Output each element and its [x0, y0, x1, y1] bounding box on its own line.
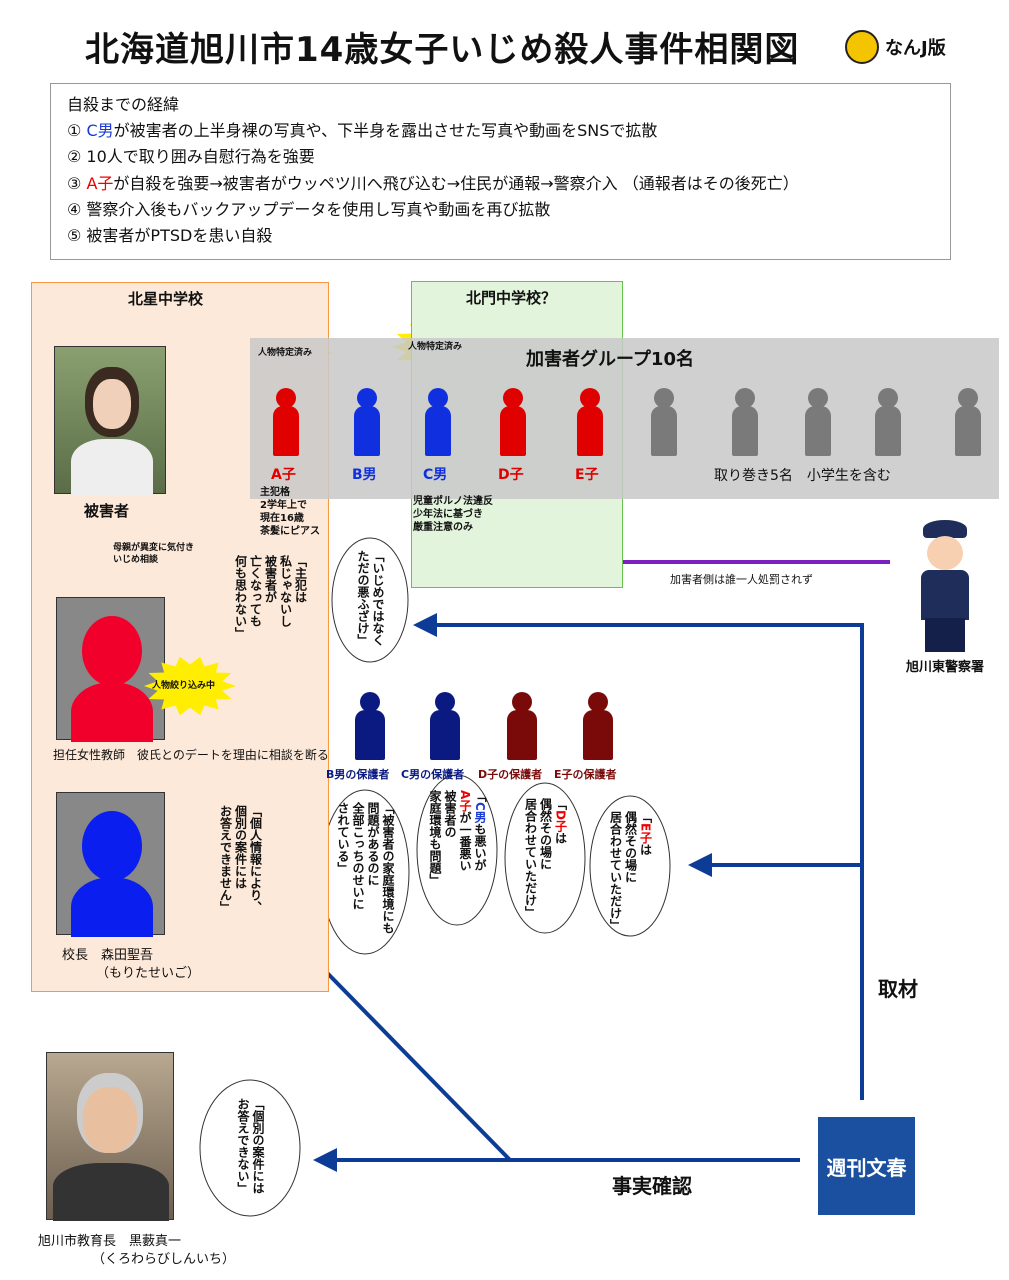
parent-label: E子の保護者: [554, 768, 617, 781]
a-note: 主犯格 2学年上で 現在16歳 茶髪にピアス: [260, 487, 320, 537]
bystander-figure: [955, 388, 981, 456]
bubble-c-parent-text: 「C男も悪いが A子が一番悪い 被害者の 家庭環境も問題」: [428, 790, 487, 886]
mother-note: 母親が異変に気付き いじめ相談: [113, 543, 195, 565]
narrowing-badge-teacher: [144, 656, 236, 716]
bubble-d-parent-text: 「D子は 偶然その場に 居合わせていただけ」: [523, 798, 568, 918]
police-officer-illustration: [905, 520, 985, 652]
perpetrator-4: [577, 388, 603, 456]
bubble-e-parent: [589, 795, 671, 937]
others-label: 取り巻き5名 小学生を含む: [714, 468, 891, 484]
story-heading: 自殺までの経緯: [67, 95, 180, 114]
group-title: 加害者グループ10名: [526, 349, 694, 370]
superintendent-photo: [46, 1052, 174, 1221]
fact-check-arrow-principal: [286, 931, 512, 1162]
parent-label: B男の保護者: [326, 768, 390, 781]
perpetrator-3: [500, 388, 526, 456]
page-title: 北海道旭川市14歳女子いじめ殺人事件相関図: [85, 30, 800, 70]
bubble-a-text: 「主犯は 私じゃないし 被害者が 亡くなっても 何も思わない」: [233, 555, 308, 639]
perpetrator-label: E子: [575, 467, 599, 483]
school-hokumon-label: 北門中学校？: [466, 289, 557, 307]
parent-figure: [507, 692, 537, 760]
logo-text: なんJ版: [885, 38, 946, 59]
bystander-figure: [805, 388, 831, 456]
bubble-e-parent-text: 「E子は 偶然その場に 居合わせていただけ」: [608, 811, 653, 931]
parent-figure: [430, 692, 460, 760]
school-hokusei-label: 北星中学校: [128, 290, 204, 308]
bystander-figure: [651, 388, 677, 456]
perpetrator-2: [425, 388, 451, 456]
bubble-b: [331, 537, 409, 663]
duck-icon: [845, 30, 879, 64]
shukan-bunshun-logo: 週刊文春: [818, 1117, 915, 1215]
logo: なんJ版: [845, 30, 946, 64]
teacher-caption: 担任女性教師 彼氏とのデートを理由に相談を断る: [53, 748, 329, 762]
bubble-d-parent: [504, 782, 586, 934]
bystander-figure: [732, 388, 758, 456]
interview-label: 取材: [878, 977, 918, 1001]
perpetrator-label: D子: [498, 467, 524, 483]
perpetrator-1: [354, 388, 380, 456]
victim-photo: [54, 346, 166, 495]
story-box: 自殺までの経緯 ① C男が被害者の上半身裸の写真や、下半身を露出させた写真や動画…: [50, 83, 951, 260]
bubble-superintendent-text: 「個別の案件には お答えできない」: [236, 1098, 265, 1194]
superintendent-reading: （くろわらびしんいち）: [92, 1252, 236, 1267]
story-line-2: ② 10人で取り囲み自慰行為を強要: [67, 147, 315, 167]
parent-label: D子の保護者: [478, 768, 543, 781]
perpetrator-label: B男: [352, 467, 377, 483]
police-note: 加害者側は誰一人処罰されず: [670, 573, 813, 586]
superintendent-caption: 旭川市教育長 黒藪真一: [38, 1234, 182, 1249]
bubble-b-parent-text: 「被害者の家庭環境にも 問題があるのに 全部こっちのせいに されている」: [336, 802, 395, 934]
c-note: 児童ポルノ法違反 少年法に基づき 厳重注意のみ: [413, 496, 493, 533]
story-line-3: ③ A子が自殺を強要→被害者がウッペツ川へ飛び込む→住民が通報→警察介入 （通報…: [67, 173, 799, 193]
teacher-silhouette: [56, 597, 165, 742]
perpetrator-0: [273, 388, 299, 456]
perpetrator-label: A子: [271, 467, 296, 483]
bystander-figure: [875, 388, 901, 456]
bubble-c-parent: [416, 774, 498, 926]
story-line-1: ① C男が被害者の上半身裸の写真や、下半身を露出させた写真や動画をSNSで拡散: [67, 121, 658, 141]
victim-label: 被害者: [84, 502, 130, 520]
interview-arrow-school: [413, 613, 864, 1100]
fact-check-label: 事実確認: [612, 1174, 692, 1198]
bubble-superintendent: [199, 1079, 301, 1217]
principal-reading: （もりたせいご）: [96, 966, 201, 981]
identified-badge-c-text: 人物特定済み: [408, 342, 463, 352]
perpetrator-label: C男: [423, 467, 448, 483]
story-line-5: ⑤ 被害者がPTSDを患い自殺: [67, 226, 273, 246]
story-line-4: ④ 警察介入後もバックアップデータを使用し写真や動画を再び拡散: [67, 199, 551, 219]
narrowing-badge-text: 人物絞り込み中: [152, 681, 216, 691]
principal-caption: 校長 森田聖吾: [62, 948, 154, 963]
bubble-b-text: 「いじめではなく ただの悪ふざけ」: [356, 550, 385, 646]
police-label: 旭川東警察署: [906, 660, 985, 675]
bubble-principal-text: 「個人情報により、 個別の案件には お答えできません」: [218, 805, 263, 913]
principal-silhouette: [56, 792, 165, 937]
narrowing-badge-star: [144, 656, 236, 716]
parent-figure: [583, 692, 613, 760]
parent-figure: [355, 692, 385, 760]
parent-label: C男の保護者: [401, 768, 465, 781]
identified-badge-a-text: 人物特定済み: [258, 348, 313, 358]
